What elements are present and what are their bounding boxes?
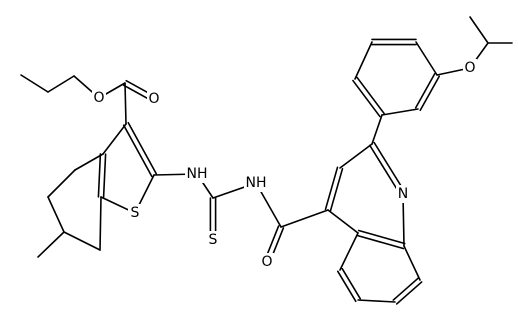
single-bond (63, 231, 101, 251)
atom-label-mask (463, 59, 477, 77)
atom-label-mask (396, 185, 410, 203)
atom-label-nh-right: NH (246, 175, 267, 191)
double-bond-line (127, 121, 158, 175)
single-bond (74, 153, 104, 171)
single-bond (371, 114, 383, 145)
atom-label-o-ester-carbonyl: O (148, 91, 159, 107)
atom-label-o-ether: O (464, 60, 475, 76)
double-bond-line (122, 124, 153, 178)
single-bond (124, 82, 127, 125)
atom-label-o-amide: O (261, 254, 272, 270)
double-bond-line (324, 166, 339, 211)
single-bond (381, 108, 419, 116)
double-bond-line (414, 72, 436, 109)
single-bond (99, 196, 102, 251)
single-bond (339, 232, 359, 271)
single-bond (37, 231, 65, 258)
atom-label-mask (206, 231, 220, 249)
atom-label-s-thiourea: S (209, 232, 218, 248)
double-bond-line (329, 167, 344, 212)
atom-label-mask (244, 174, 268, 192)
single-bond (403, 245, 421, 281)
double-bond-line (102, 153, 107, 198)
double-bond-line (357, 229, 406, 245)
single-bond (47, 75, 75, 93)
atom-label-o-ester-alkoxy: O (93, 90, 104, 106)
single-bond (102, 123, 127, 155)
atom-label-nh-left: NH (187, 166, 208, 182)
single-bond (47, 196, 65, 233)
single-bond (280, 209, 329, 228)
single-bond (20, 74, 49, 93)
double-bond-line (373, 141, 407, 194)
single-bond (327, 209, 359, 234)
atom-label-s-thiophene: S (131, 205, 140, 221)
single-bond (354, 41, 373, 80)
atom-label-mask (92, 89, 106, 107)
atom-label-mask (128, 204, 142, 222)
double-bond-line (419, 75, 441, 112)
double-bond-line (341, 267, 362, 300)
single-bond (339, 143, 373, 169)
double-bond-line (336, 270, 357, 303)
double-bond-line (97, 153, 102, 198)
double-bond-line (368, 144, 402, 197)
atom-label-n-quinoline: N (398, 186, 408, 202)
double-bond-line (352, 79, 381, 118)
atom-label-mask (185, 165, 209, 183)
double-bond-line (356, 76, 385, 115)
atom-label-mask (260, 253, 274, 271)
atom-label-layer: O O S NH NH S O N O (92, 59, 477, 271)
single-bond (357, 299, 396, 303)
single-bond (415, 41, 438, 76)
atom-label-mask (147, 90, 161, 108)
double-bond-line (392, 277, 420, 301)
single-bond (469, 16, 489, 44)
double-bond-line (356, 234, 405, 250)
double-bond-line (395, 281, 423, 305)
single-bond (47, 169, 76, 198)
